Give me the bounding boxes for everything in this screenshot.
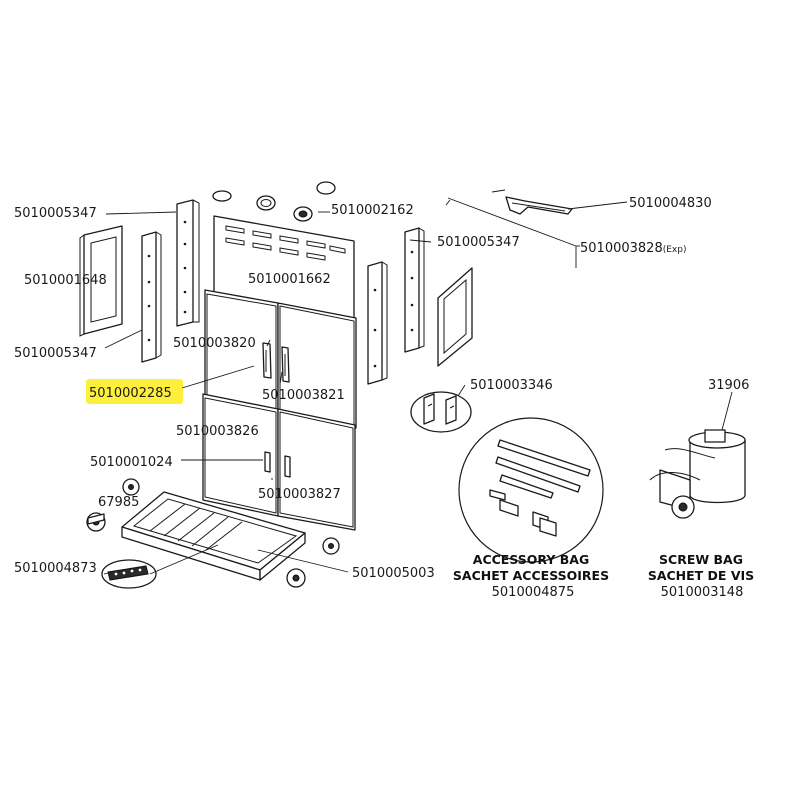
accessory-bag-title-fr: SACHET ACCESSOIRES xyxy=(453,568,609,583)
lower-right-door xyxy=(277,408,356,531)
label-5010005347-left: 5010005347 xyxy=(14,346,97,361)
label-5010002162: 5010002162 xyxy=(331,203,414,218)
screw-bag-title: SCREW BAG xyxy=(659,552,743,567)
label-5010003346: 5010003346 xyxy=(470,378,553,393)
leader-lines xyxy=(103,211,733,575)
label-5010001648: 5010001648 xyxy=(24,273,107,288)
accessory-bag-detail xyxy=(458,417,604,563)
label-5010003827: 5010003827 xyxy=(258,487,341,502)
label-5010005347-right: 5010005347 xyxy=(437,235,520,250)
label-5010003821: 5010003821 xyxy=(262,388,345,403)
door-handle-upper xyxy=(262,342,290,383)
upper-right-door xyxy=(277,302,357,429)
lower-left-door xyxy=(202,393,279,517)
label-5010003828: 5010003828(Exp) xyxy=(580,241,686,256)
highlight-marker xyxy=(86,379,183,404)
gas-cylinder-assembly xyxy=(649,429,746,519)
door-handle-lower xyxy=(264,451,291,478)
knob-group xyxy=(212,181,336,222)
label-5010001662: 5010001662 xyxy=(248,272,331,287)
label-5010004873: 5010004873 xyxy=(14,561,97,576)
label-5010005347-top: 5010005347 xyxy=(14,206,97,221)
left-leg-front xyxy=(141,231,162,363)
control-panel xyxy=(213,215,355,321)
screw-bag-code: 5010003148 xyxy=(661,585,744,600)
grease-tray-detail xyxy=(101,559,157,589)
caster-right-front xyxy=(286,568,306,588)
right-leg-front xyxy=(367,261,388,385)
right-leg-rear xyxy=(404,227,425,353)
screw-bag-title-fr: SACHET DE VIS xyxy=(648,568,754,583)
hinge-bracket-detail xyxy=(410,391,472,433)
left-side-panel xyxy=(79,225,123,337)
label-5010005003: 5010005003 xyxy=(352,566,435,581)
caster-left-rear xyxy=(122,478,140,496)
caster-left-front xyxy=(86,512,106,532)
right-side-panel xyxy=(437,267,473,367)
label-5010003826: 5010003826 xyxy=(176,424,259,439)
label-5010002285: 5010002285 xyxy=(89,386,172,401)
label-5010003820: 5010003820 xyxy=(173,336,256,351)
label-67985: 67985 xyxy=(98,495,139,510)
accessory-bag-title: ACCESSORY BAG xyxy=(473,552,589,567)
top-bracket xyxy=(505,196,628,215)
caster-right-rear xyxy=(322,537,340,555)
left-leg-rear xyxy=(176,199,200,327)
label-5010001024: 5010001024 xyxy=(90,455,173,470)
label-31906: 31906 xyxy=(708,378,749,393)
label-5010004830: 5010004830 xyxy=(629,196,712,211)
accessory-bag-code: 5010004875 xyxy=(492,585,575,600)
